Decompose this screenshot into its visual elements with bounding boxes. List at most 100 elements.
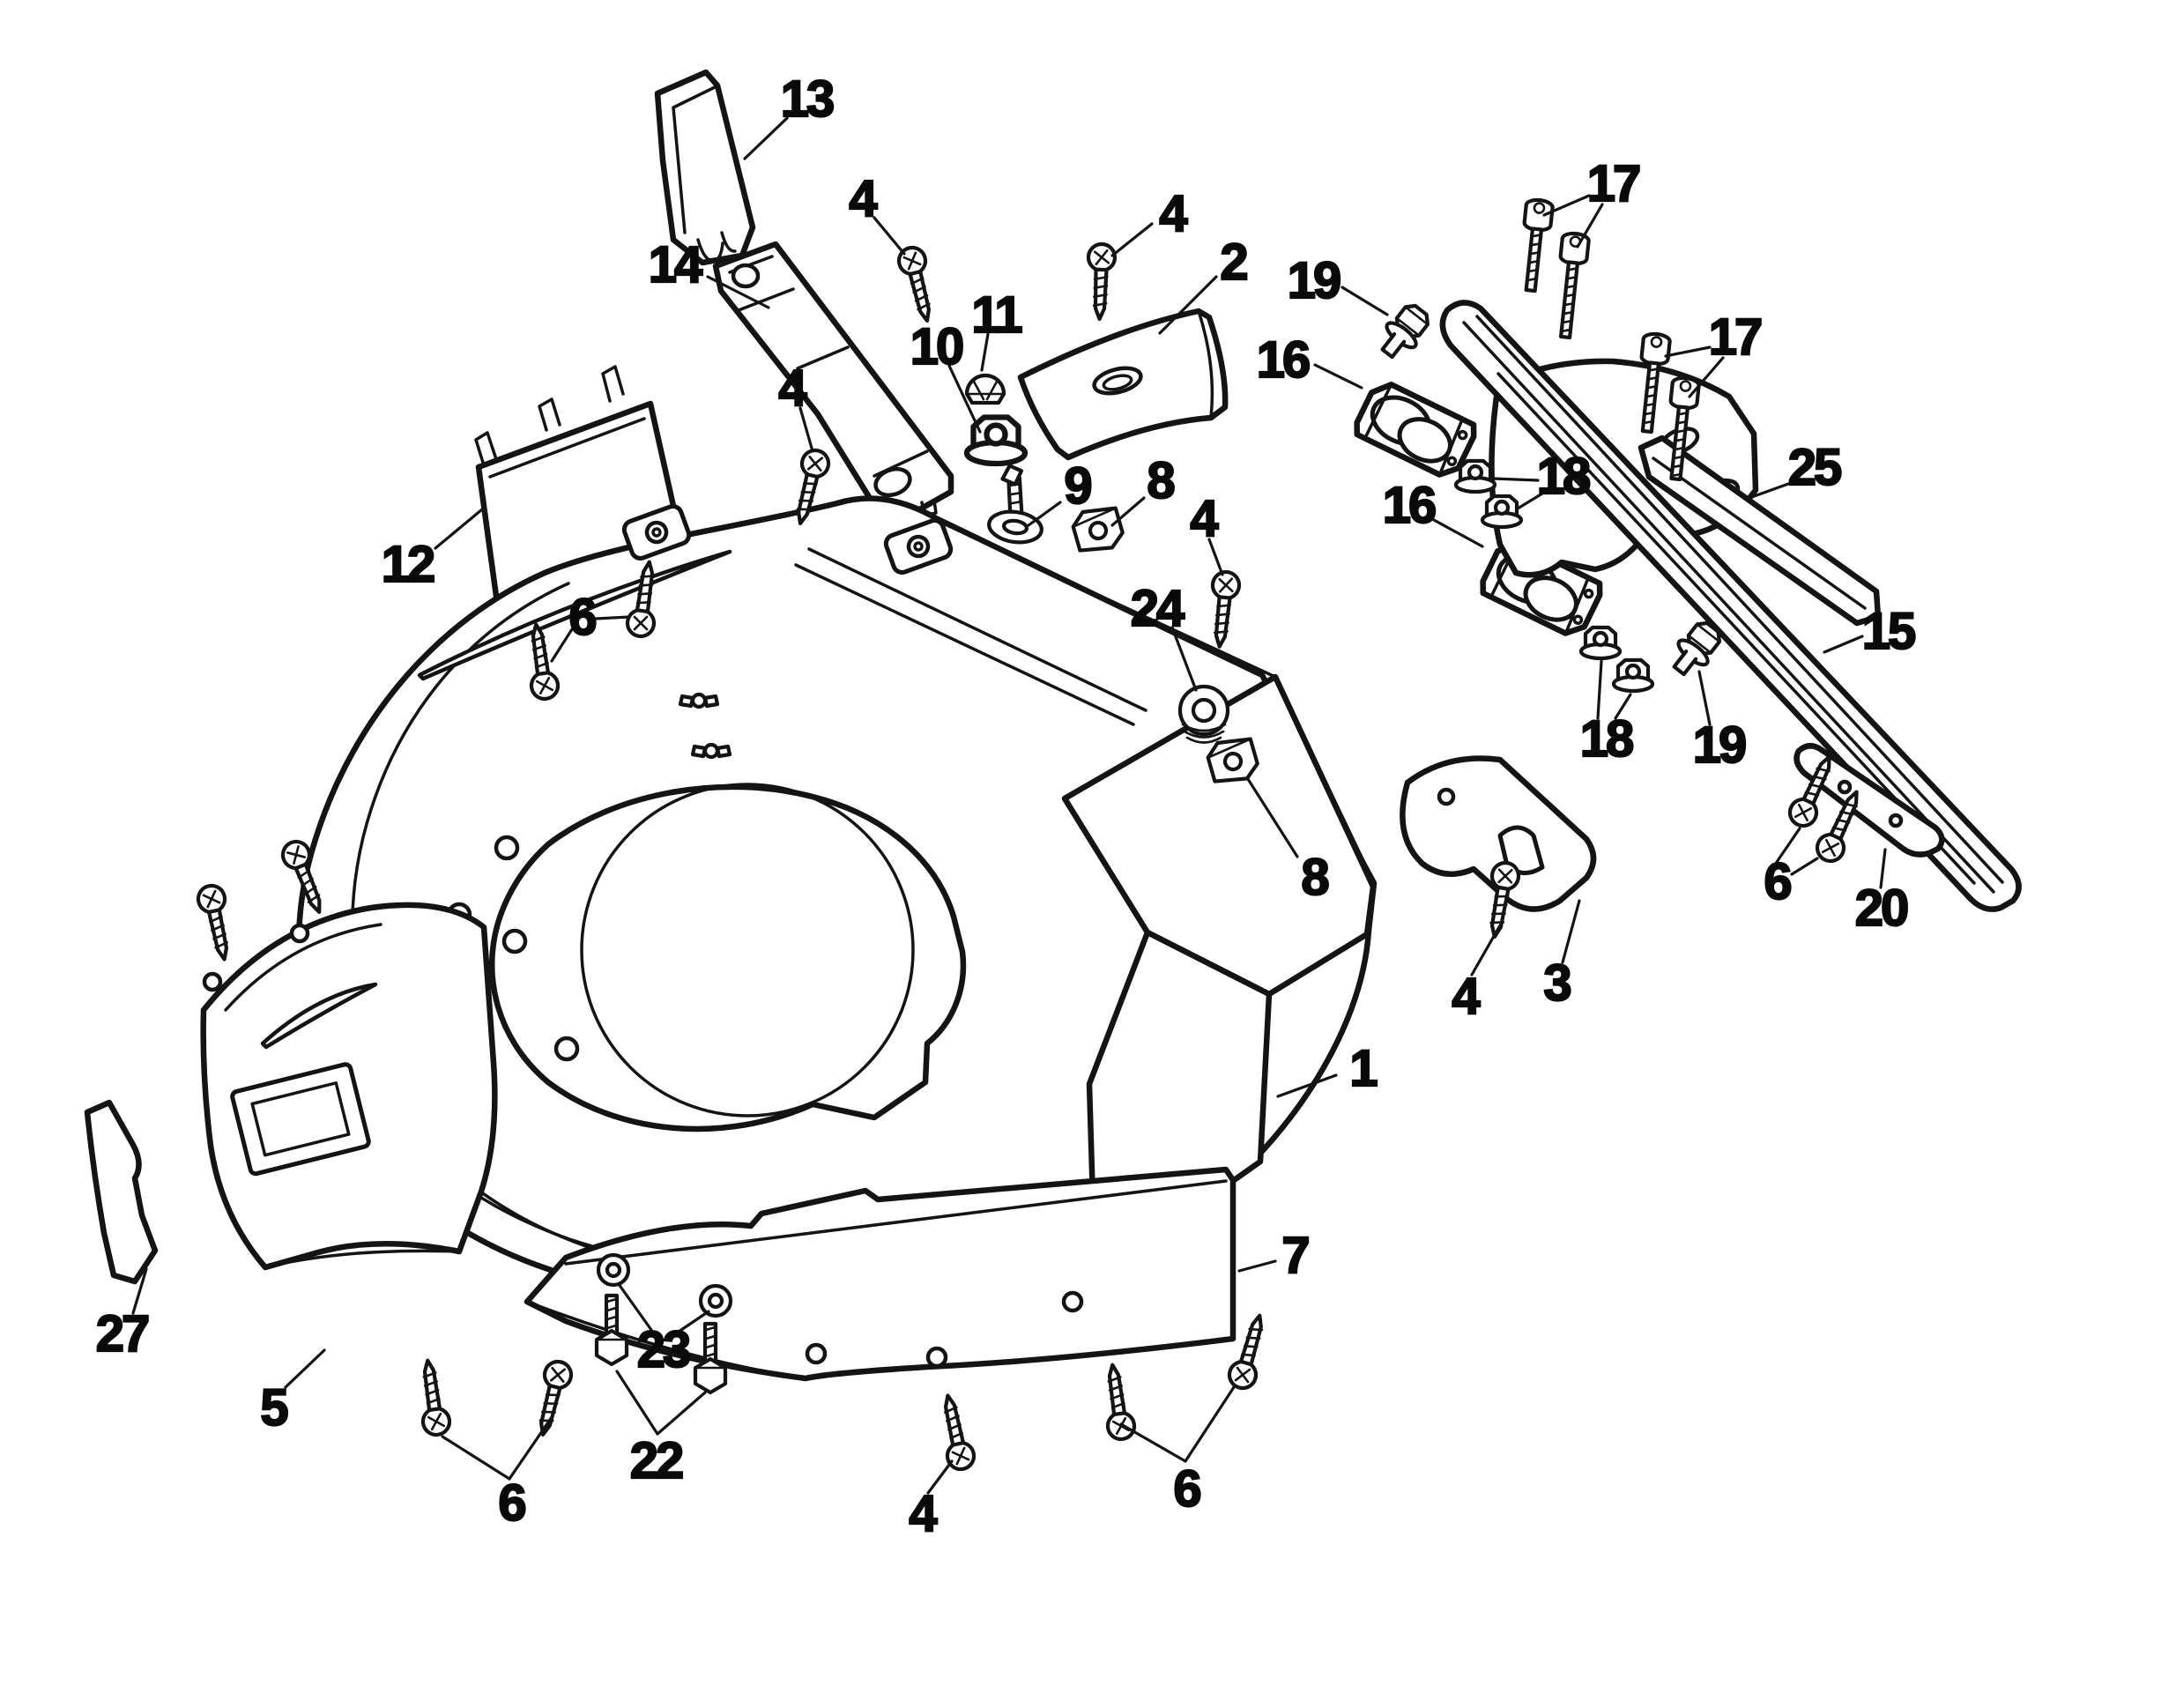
leader-line-22 <box>615 1370 659 1436</box>
fastener-screw <box>1489 860 1521 939</box>
callout-19-23: 19 <box>1693 717 1746 774</box>
leader-line-20 <box>1879 848 1887 889</box>
fastener-squarenut <box>1071 506 1125 553</box>
callout-18-11: 18 <box>1537 448 1590 505</box>
leader-line-6 <box>1184 1385 1236 1463</box>
leader-line-4 <box>1110 222 1154 257</box>
leader-line-27 <box>131 1267 148 1315</box>
fastener-flangenut <box>1578 625 1623 661</box>
callout-16-12: 16 <box>1383 477 1436 534</box>
fastener-acornnut <box>964 373 1006 405</box>
callout-13-0: 13 <box>781 71 834 128</box>
leader-line-4 <box>798 406 814 453</box>
callout-4-26: 4 <box>1452 968 1480 1025</box>
fastener-screw <box>1086 241 1118 322</box>
fastener-grommet <box>1177 684 1230 744</box>
leader-line-10 <box>947 364 982 434</box>
callout-4-1: 4 <box>849 170 877 227</box>
part-27-wear-strip <box>84 1099 159 1285</box>
leader-line-8 <box>1110 496 1146 527</box>
leader-line-4 <box>1470 924 1502 977</box>
callout-4-15: 4 <box>1190 490 1218 547</box>
callout-4-35: 4 <box>909 1485 937 1542</box>
callout-8-24: 8 <box>1301 849 1328 906</box>
fastener-hexbolt <box>1380 303 1430 360</box>
callout-6-21: 6 <box>568 589 596 646</box>
leader-line-18 <box>1614 693 1632 720</box>
part-5-side-cover <box>200 902 498 1271</box>
leader-line-6 <box>441 1435 511 1481</box>
leader-line-4 <box>1207 538 1224 576</box>
fastener-screw <box>538 1359 574 1437</box>
callout-17-8: 17 <box>1587 155 1639 212</box>
callout-9-17: 9 <box>1064 457 1091 515</box>
callout-23-34: 23 <box>637 1321 690 1378</box>
fastener-screw <box>529 622 561 702</box>
part-20-trim-strip <box>1794 743 1945 858</box>
leader-line-18 <box>1491 477 1540 482</box>
fastener-capscrew <box>1639 331 1672 434</box>
callout-11-19: 11 <box>971 286 1021 344</box>
leader-line-9 <box>1027 501 1062 527</box>
fastener-wingclamp <box>678 692 720 709</box>
callout-16-7: 16 <box>1257 331 1310 389</box>
leader-line-17 <box>1688 356 1725 398</box>
leader-line-11 <box>980 332 990 372</box>
fastener-capscrew <box>1522 197 1555 293</box>
leader-line-19 <box>1341 286 1389 316</box>
callout-24-14: 24 <box>1131 580 1185 637</box>
fastener-screw <box>1227 1313 1264 1391</box>
leader-line-17 <box>1664 345 1712 358</box>
fastener-screw <box>625 560 657 639</box>
callout-4-2: 4 <box>1159 185 1187 242</box>
leader-line-22 <box>656 1391 707 1436</box>
fastener-screw <box>896 245 931 323</box>
leader-line-4 <box>873 216 906 256</box>
leader-line-6 <box>508 1415 553 1481</box>
fastener-sqbolt <box>693 1321 728 1395</box>
callout-19-6: 19 <box>1288 252 1341 309</box>
leader-line-4 <box>926 1459 954 1495</box>
leader-line-25 <box>1745 481 1793 501</box>
leader-line-6 <box>1119 1422 1187 1463</box>
fastener-sqbolt <box>594 1293 629 1367</box>
fastener-screw <box>1787 754 1831 828</box>
leader-line-6 <box>550 628 574 663</box>
callout-7-37: 7 <box>1281 1227 1308 1284</box>
fastener-screw <box>196 883 229 962</box>
part-13-discharge-chute <box>654 69 756 266</box>
callout-17-9: 17 <box>1709 308 1761 366</box>
leader-line-16 <box>1432 518 1484 548</box>
leader-line-14 <box>706 275 770 309</box>
callout-3-25: 3 <box>1543 954 1571 1012</box>
part-14-chute-channel <box>712 241 954 531</box>
callout-27-30: 27 <box>96 1305 148 1363</box>
fastener-layer <box>196 197 1859 1472</box>
fastener-flangenut <box>963 414 1029 467</box>
fastener-screw <box>796 448 831 526</box>
callout-6-32: 6 <box>498 1474 525 1532</box>
leader-line-layer <box>131 116 1887 1495</box>
fastener-screw <box>943 1393 977 1472</box>
leader-line-17 <box>1542 194 1591 217</box>
fastener-washer <box>698 1283 733 1318</box>
fastener-bolt9 <box>987 464 1043 545</box>
fastener-squarenut <box>1206 737 1259 783</box>
callout-12-20: 12 <box>382 536 434 593</box>
leader-line-6 <box>594 615 631 620</box>
callout-6-28: 6 <box>1764 853 1791 910</box>
callout-25-10: 25 <box>1788 439 1841 496</box>
fastener-hexbolt <box>1672 620 1722 677</box>
callout-20-29: 20 <box>1855 880 1907 937</box>
fastener-washer <box>596 1252 631 1288</box>
leader-line-16 <box>1313 363 1363 390</box>
callout-5-31: 5 <box>260 1379 287 1437</box>
fastener-screw <box>1815 790 1859 864</box>
deck-pivot-boss <box>621 504 692 561</box>
fastener-capscrew <box>1668 375 1701 482</box>
leader-line-6 <box>1790 857 1819 876</box>
callout-22-33: 22 <box>630 1432 682 1489</box>
fastener-screw <box>1105 1363 1137 1442</box>
